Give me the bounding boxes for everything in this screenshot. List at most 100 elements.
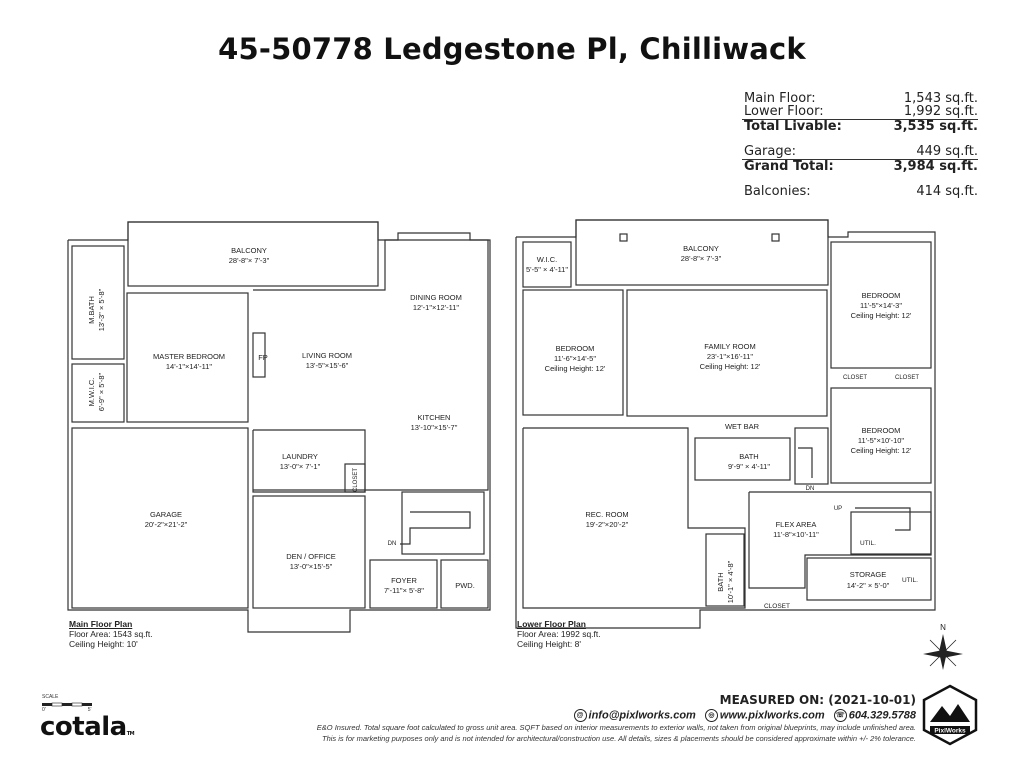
room-label: M.W.I.C. — [87, 378, 96, 407]
room-ceiling: Ceiling Height: 12' — [545, 364, 606, 373]
summary-value: 414 sq.ft. — [916, 184, 978, 199]
disclaimer-line-1: E&O Insured. Total square foot calculate… — [316, 723, 916, 732]
closet-outline — [344, 463, 366, 493]
stair-label: UP — [834, 506, 842, 512]
badge-text: PixlWorks — [934, 728, 966, 735]
summary-balconies: Balconies:414 sq.ft. — [742, 185, 978, 199]
lower-stair-arrow — [798, 447, 813, 478]
summary-label: Grand Total: — [744, 159, 834, 174]
room-dims: 13'-3" × 5'-8" — [97, 288, 106, 331]
room-dims: 11'-6"×14'-5" — [554, 354, 596, 363]
wic-outline — [522, 241, 572, 288]
bedroom-mr-outline — [830, 387, 932, 484]
room-dims: 23'-1"×16'-11" — [707, 352, 754, 361]
compass-north-label: N — [940, 623, 946, 632]
room-label: PWD. — [455, 581, 475, 590]
contact-line: @info@pixlworks.com ◎www.pixlworks.com ☏… — [568, 709, 916, 722]
measured-on: MEASURED ON: (2021-10-01) — [719, 693, 916, 707]
main-floor-caption: Main Floor Plan Floor Area: 1543 sq.ft. … — [69, 619, 153, 649]
room-dims: 10'-1" × 4'-8" — [726, 560, 735, 603]
contact-web[interactable]: www.pixlworks.com — [719, 709, 825, 722]
summary-label: Garage: — [744, 144, 796, 159]
room-label: KITCHEN — [418, 413, 451, 422]
room-label: LIVING ROOM — [302, 351, 352, 360]
closet-label: CLOSET — [843, 375, 867, 381]
scale-bar — [42, 702, 92, 707]
room-dims: 14'-1"×14'-11" — [166, 362, 213, 371]
room-label: MASTER BEDROOM — [153, 352, 225, 361]
room-label: WET BAR — [725, 422, 760, 431]
plan-area: Floor Area: 1543 sq.ft. — [69, 629, 153, 639]
living-outline — [253, 239, 489, 491]
main-floor-labels: BALCONY 28'-8"× 7'-3" M.BATH 13'-3" × 5'… — [87, 246, 475, 595]
bedroom-tr-outline — [830, 241, 932, 369]
storage-outline — [806, 557, 932, 601]
main-balcony-outline — [127, 221, 379, 287]
main-stair-arrow — [400, 511, 471, 545]
disclaimer-line-2: This is for marketing purposes only and … — [322, 734, 916, 743]
room-label: W.I.C. — [537, 255, 557, 264]
master-outline — [126, 292, 249, 423]
email-icon: @ — [573, 709, 587, 722]
compass-icon: N — [923, 623, 963, 670]
room-label: FLEX AREA — [776, 520, 817, 529]
pixlworks-badge-icon: PixlWorks — [922, 684, 978, 746]
stair-label: DN — [806, 486, 815, 492]
room-dims: 11'-5"×10'-10" — [858, 436, 905, 445]
summary-grand-total: Grand Total: 3,984 sq.ft. — [742, 160, 978, 174]
lower-floor-labels: W.I.C. 5'-5" × 4'-11" BALCONY 28'-8"× 7'… — [526, 244, 919, 610]
summary-value: 1,543 sq.ft. — [903, 91, 978, 106]
phone-icon: ☏ — [833, 709, 847, 722]
summary-value: 3,535 sq.ft. — [893, 119, 978, 134]
bedroom-left-outline — [522, 289, 624, 416]
contact-phone[interactable]: 604.329.5788 — [848, 709, 916, 722]
room-dims: 11'-8"×10'-11" — [773, 530, 819, 539]
room-label: FAMILY ROOM — [704, 342, 755, 351]
mwic-outline — [71, 363, 125, 423]
family-room-outline — [626, 289, 828, 417]
summary-value: 1,992 sq.ft. — [903, 104, 978, 119]
fireplace-outline — [252, 332, 266, 378]
room-label: BATH — [739, 452, 758, 461]
room-dims: 11'-5"×14'-3" — [860, 301, 902, 310]
room-dims: 13'-5"×15'-6" — [306, 361, 349, 370]
plan-heading: Lower Floor Plan — [517, 619, 586, 629]
contact-email[interactable]: info@pixlworks.com — [588, 709, 696, 722]
summary-value: 3,984 sq.ft. — [893, 159, 978, 174]
room-dims: 14'-2" × 5'-0" — [847, 581, 890, 590]
globe-icon: ◎ — [704, 709, 718, 722]
pwd-outline — [440, 559, 489, 609]
room-dims: 12'-1"×12'-11" — [413, 303, 460, 312]
room-dims: 6'-9" × 5'-8" — [97, 372, 106, 411]
mbath-outline — [71, 245, 125, 360]
summary-divider — [742, 159, 978, 160]
room-dims: 20'-2"×21'-2" — [145, 520, 188, 529]
lower-floor-caption: Lower Floor Plan Floor Area: 1992 sq.ft.… — [517, 619, 601, 649]
summary-label: Lower Floor: — [744, 104, 824, 119]
summary-garage: Garage:449 sq.ft. — [742, 145, 978, 159]
room-dims: 7'-11"× 5'-8" — [384, 586, 424, 595]
room-label: BALCONY — [231, 246, 267, 255]
room-dims: 28'-8"× 7'-3" — [681, 254, 722, 263]
room-label: GARAGE — [150, 510, 182, 519]
room-dims: 13'-0"×15'-5" — [290, 562, 333, 571]
summary-main-floor: Main Floor:1,543 sq.ft. — [742, 92, 978, 106]
closet-label: CLOSET — [764, 603, 790, 610]
scale-start: 0' — [42, 707, 46, 713]
main-floor-walls — [67, 221, 491, 633]
scale-label-group: SCALE 0'5' — [42, 694, 92, 713]
room-label: LAUNDRY — [282, 452, 318, 461]
balcony-post-right — [771, 233, 780, 242]
brand-tm: TM — [126, 731, 135, 737]
room-label: BATH — [716, 572, 725, 591]
flex-outline — [748, 491, 932, 589]
den-outline — [252, 495, 366, 609]
room-label: DEN / OFFICE — [286, 552, 336, 561]
page-title: 45-50778 Ledgestone Pl, Chilliwack — [218, 32, 806, 66]
lower-balcony-outline — [575, 219, 829, 286]
foyer-outline — [369, 559, 438, 609]
plan-area: Floor Area: 1992 sq.ft. — [517, 629, 601, 639]
room-dims: 13'-10"×15'-7" — [411, 423, 458, 432]
scale-ends: 0'5' — [42, 707, 92, 713]
